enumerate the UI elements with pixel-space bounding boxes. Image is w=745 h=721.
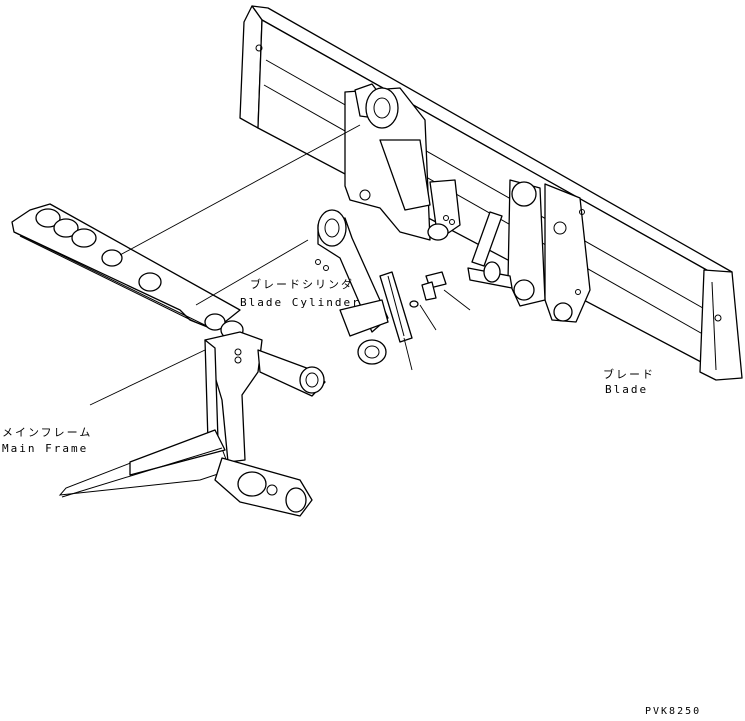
blade [239, 5, 743, 381]
drawing-code: PVK8250 [645, 706, 702, 717]
leader-lines [89, 124, 471, 406]
main-frame [11, 203, 326, 517]
main-frame-label-jp: メインフレーム [2, 426, 93, 439]
main-frame-label-en: Main Frame [2, 442, 89, 455]
blade-cylinder-label-en: Blade Cylinder [240, 296, 361, 309]
blade-cylinder-label-jp: ブレードシリンダ [250, 278, 354, 291]
blade-cylinder [315, 209, 389, 365]
blade-label-en: Blade [605, 383, 649, 396]
mounting-hardware [379, 271, 447, 343]
blade-label-jp: ブレード [603, 368, 655, 381]
